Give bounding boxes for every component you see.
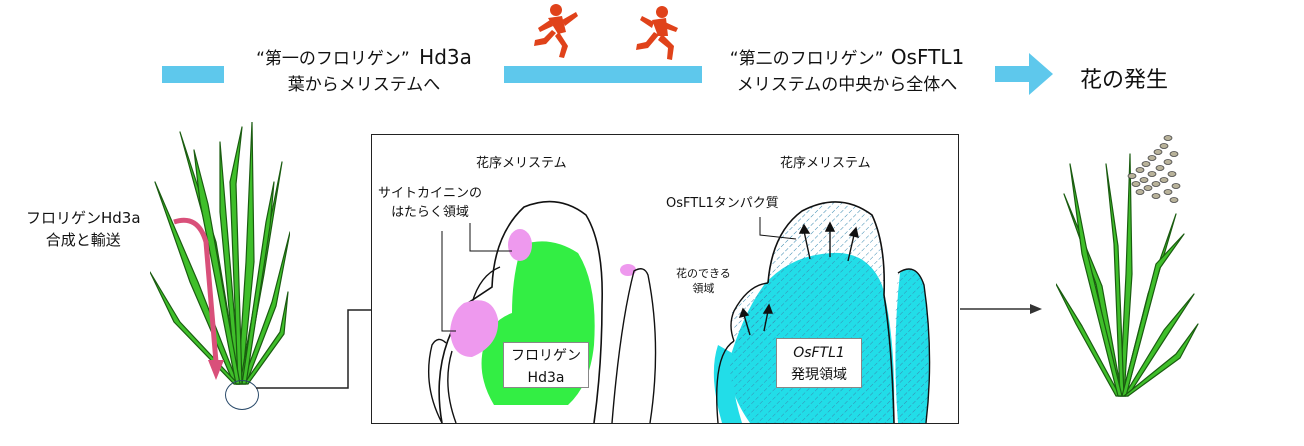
plant-left-label: フロリゲンHd3a 合成と輸送	[26, 207, 141, 251]
panel-left-title: 花序メリステム	[476, 156, 567, 171]
result-label: 花の発生	[1080, 68, 1169, 93]
meristem-right-diagram	[713, 201, 931, 423]
panel-to-plant-arrow	[960, 304, 1042, 314]
protein-label: OsFTL1タンパク質	[666, 196, 779, 211]
plant-base-circle	[225, 380, 259, 410]
flow-bar-segment-1	[162, 66, 224, 83]
stage1-name: Hd3a	[419, 45, 472, 69]
stage1-prefix: “第一のフロリゲン”	[256, 49, 410, 69]
cytokinin-label-line2: はたらく領域	[391, 205, 469, 220]
stage1-subtitle: 葉からメリステムへ	[287, 75, 441, 95]
running-person-icon	[636, 6, 678, 60]
flower-region-label: 花のできる 領域	[676, 266, 731, 296]
hd3a-box-line2: Hd3a	[527, 370, 565, 386]
rice-plant-right	[1056, 135, 1199, 397]
connector-line-left	[256, 309, 372, 389]
flower-region-label-line2: 領域	[692, 282, 715, 295]
flow-bar-segment-2	[504, 66, 702, 83]
running-person-icon	[534, 4, 578, 58]
stage1-label: “第一のフロリゲン” Hd3a 葉からメリステムへ	[226, 44, 502, 98]
osftl1-box: OsFTL1 発現領域	[776, 338, 862, 388]
meristem-panel	[371, 134, 959, 424]
osftl1-box-line2: 発現領域	[791, 367, 847, 383]
flow-arrow-icon	[995, 53, 1053, 95]
osftl1-box-line1: OsFTL1	[793, 345, 845, 361]
flower-region-label-line1: 花のできる	[676, 267, 731, 280]
plant-left-label-line2: 合成と輸送	[45, 231, 121, 249]
cytokinin-label-line1: サイトカイニンの	[378, 186, 483, 201]
plant-left-label-line1: フロリゲンHd3a	[26, 209, 141, 227]
stage2-subtitle: メリステムの中央から全体へ	[736, 75, 958, 95]
stage2-prefix: “第二のフロリゲン”	[729, 49, 884, 69]
cytokinin-label: サイトカイニンの はたらく領域	[378, 184, 482, 222]
hd3a-box: フロリゲン Hd3a	[503, 342, 589, 388]
hd3a-box-line1: フロリゲン	[511, 348, 581, 364]
stage2-label: “第二のフロリゲン” OsFTL1 メリステムの中央から全体へ	[700, 44, 994, 98]
panel-right-title: 花序メリステム	[780, 156, 871, 171]
stage2-name: OsFTL1	[890, 45, 965, 69]
